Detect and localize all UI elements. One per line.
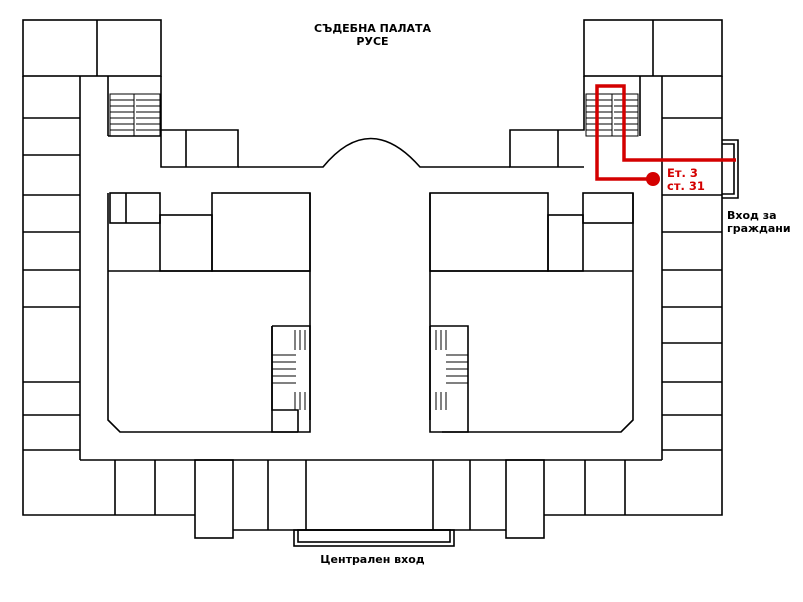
staircases [109,93,639,410]
citizens-entrance-label: Вход за граждани [727,209,791,235]
central-entrance-label: Централен вход [320,553,425,566]
destination-label: Ет. 3 ст. 31 [667,167,705,193]
title-line-1: СЪДЕБНА ПАЛАТА [313,22,432,35]
destination-floor: Ет. 3 [667,166,698,180]
title-line-2: РУСЕ [356,35,389,48]
stair-right-courtyard [435,330,468,410]
destination-marker [646,172,660,186]
stair-right-top [585,93,639,137]
citizens-entrance-line-1: Вход за [727,209,777,222]
destination-room: ст. 31 [667,179,705,193]
citizens-entrance-line-2: граждани [727,222,791,235]
stair-left-top [109,93,161,137]
room [22,19,162,77]
route-path [595,84,736,181]
stair-left-courtyard [272,330,306,410]
building-title: СЪДЕБНА ПАЛАТА РУСЕ [0,22,745,48]
walls [22,19,739,547]
